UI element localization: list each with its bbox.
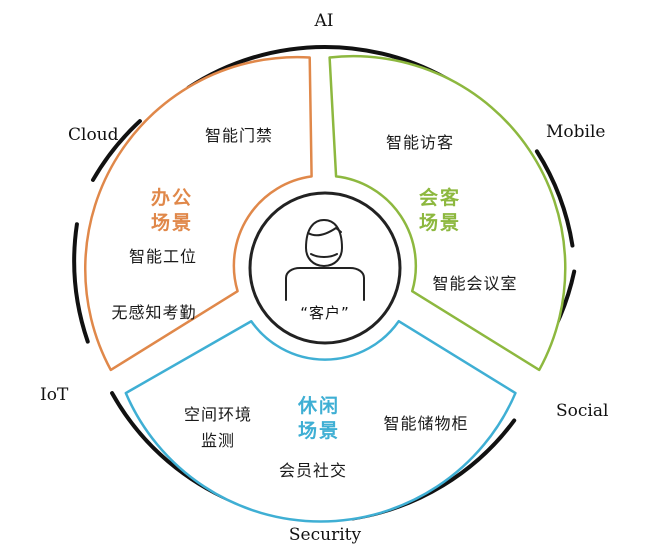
office-title-line2: 场景: [151, 212, 193, 234]
leisure-item-environment-line2: 监测: [201, 431, 235, 450]
tech-label-security: Security: [289, 525, 362, 545]
meeting-title-line1: 会客: [419, 186, 461, 209]
outer-ring-arc-left-upper: [90, 119, 142, 182]
office-item-smart-workstation: 智能工位: [129, 247, 197, 266]
office-segment: [83, 55, 313, 372]
outer-ring-arc-right-upper: [534, 149, 575, 248]
tech-label-cloud: Cloud: [68, 125, 119, 145]
leisure-item-smart-locker: 智能储物柜: [383, 414, 468, 433]
leisure-title-line2: 场景: [298, 420, 340, 442]
tech-label-iot: IoT: [40, 385, 69, 405]
tech-label-ai: AI: [314, 11, 334, 31]
leisure-segment: [124, 319, 517, 523]
office-item-access-control: 智能门禁: [205, 126, 273, 145]
outer-ring-arc-left-lower: [72, 222, 90, 344]
leisure-item-member-social: 会员社交: [279, 461, 347, 480]
center-label: “客户”: [300, 304, 350, 322]
office-item-attendance: 无感知考勤: [111, 303, 196, 322]
leisure-item-environment-line1: 空间环境: [184, 405, 252, 424]
meeting-item-visitor: 智能访客: [386, 133, 454, 152]
meeting-segment: [328, 54, 567, 372]
tech-label-social: Social: [556, 401, 608, 421]
meeting-title-line2: 场景: [419, 212, 461, 234]
tech-label-mobile: Mobile: [546, 122, 605, 142]
leisure-title-line1: 休闲: [297, 394, 340, 417]
user-icon: [285, 219, 365, 301]
office-title-line1: 办公: [151, 186, 193, 209]
meeting-item-meeting-room: 智能会议室: [432, 274, 517, 293]
